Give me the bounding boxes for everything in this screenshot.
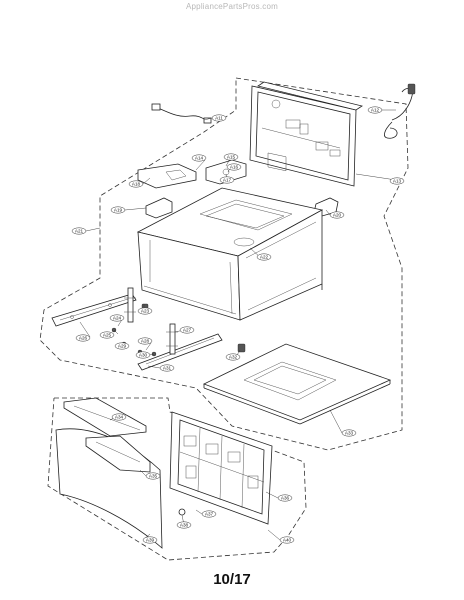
drawer-handle-part — [63, 397, 147, 437]
foot-right-part — [237, 343, 246, 353]
callout-A34-label: A34 — [115, 415, 124, 420]
callout-A24: A24 — [109, 314, 125, 322]
callout-A12: A12 — [367, 106, 383, 114]
callout-A40: A40 — [279, 536, 295, 544]
callout-A17: A17 — [219, 176, 235, 184]
callout-A26-label: A26 — [79, 336, 88, 341]
callout-A39: A39 — [142, 536, 158, 544]
back-cover-part — [249, 81, 363, 187]
callout-A16: A16 — [226, 163, 242, 171]
callout-A17-label: A17 — [223, 178, 232, 183]
callout-A35: A35 — [145, 472, 161, 480]
leader-lines — [79, 109, 397, 541]
callout-A15: A15 — [223, 153, 239, 161]
callout-A25: A25 — [99, 331, 115, 339]
bracket-vertical-left-part — [124, 287, 136, 323]
page-number: 10/17 — [213, 571, 251, 588]
callout-A30: A30 — [135, 351, 151, 359]
cabinet-frame-part — [136, 187, 324, 321]
callout-A30-label: A30 — [139, 353, 148, 358]
callout-A29-label: A29 — [118, 344, 127, 349]
drawer-inner-frame-part — [169, 411, 273, 525]
callout-A40-label: A40 — [283, 538, 292, 543]
callout-A27: A27 — [179, 326, 195, 334]
drawer-knob-part — [178, 508, 186, 516]
callout-A31: A31 — [159, 364, 175, 372]
callout-A25-label: A25 — [103, 333, 112, 338]
callout-A37-label: A37 — [205, 512, 214, 517]
callout-A16-label: A16 — [230, 165, 239, 170]
callout-A11: A11 — [211, 114, 227, 122]
callout-A28: A28 — [137, 337, 153, 345]
callout-A14-label: A14 — [195, 156, 204, 161]
callout-A31-label: A31 — [163, 366, 172, 371]
callout-A24-label: A24 — [113, 316, 122, 321]
callout-A21: A21 — [71, 227, 87, 235]
left-rail-part — [51, 293, 137, 327]
lower-assembly-boundary — [47, 397, 307, 561]
callout-A34: A34 — [111, 413, 127, 421]
callout-A20: A20 — [329, 211, 345, 219]
callout-A39-label: A39 — [146, 538, 155, 543]
callout-A32-label: A32 — [229, 355, 238, 360]
callout-A28-label: A28 — [141, 339, 150, 344]
callout-A38-label: A38 — [180, 523, 189, 528]
callout-A13: A13 — [389, 177, 405, 185]
wire-harness-part — [151, 103, 212, 124]
callout-A33-label: A33 — [345, 431, 354, 436]
callout-A33: A33 — [341, 429, 357, 437]
callout-A32: A32 — [225, 353, 241, 361]
base-tray-part — [202, 343, 392, 425]
callout-A35-label: A35 — [149, 474, 158, 479]
callout-A26: A26 — [75, 334, 91, 342]
callout-A18-label: A18 — [132, 182, 141, 187]
drawer-lens-part — [85, 435, 151, 473]
callout-A29: A29 — [114, 342, 130, 350]
callout-A12-label: A12 — [371, 108, 380, 113]
callout-A21-label: A21 — [75, 229, 84, 234]
callout-A37: A37 — [201, 510, 217, 518]
clip-left-part — [145, 197, 173, 219]
callout-A36: A36 — [277, 494, 293, 502]
watermark: AppliancePartsPros.com — [186, 2, 278, 11]
callout-A20-label: A20 — [333, 213, 342, 218]
callout-A22: A22 — [256, 253, 272, 261]
callout-A14: A14 — [191, 154, 207, 162]
callout-A11-label: A11 — [215, 116, 223, 121]
callout-A22-label: A22 — [260, 255, 269, 260]
callout-A18: A18 — [128, 180, 144, 188]
callout-A19: A19 — [110, 206, 126, 214]
top-bracket-left-part — [137, 163, 197, 189]
callout-A19-label: A19 — [114, 208, 123, 213]
callout-A38: A38 — [176, 521, 192, 529]
callout-A13-label: A13 — [393, 179, 402, 184]
callout-A36-label: A36 — [281, 496, 290, 501]
power-cord-part — [384, 83, 416, 139]
callout-A15-label: A15 — [227, 155, 236, 160]
callout-A27-label: A27 — [183, 328, 192, 333]
callout-A23: A23 — [137, 307, 153, 315]
bottom-rail-part — [137, 333, 223, 371]
callout-A23-label: A23 — [141, 309, 150, 314]
